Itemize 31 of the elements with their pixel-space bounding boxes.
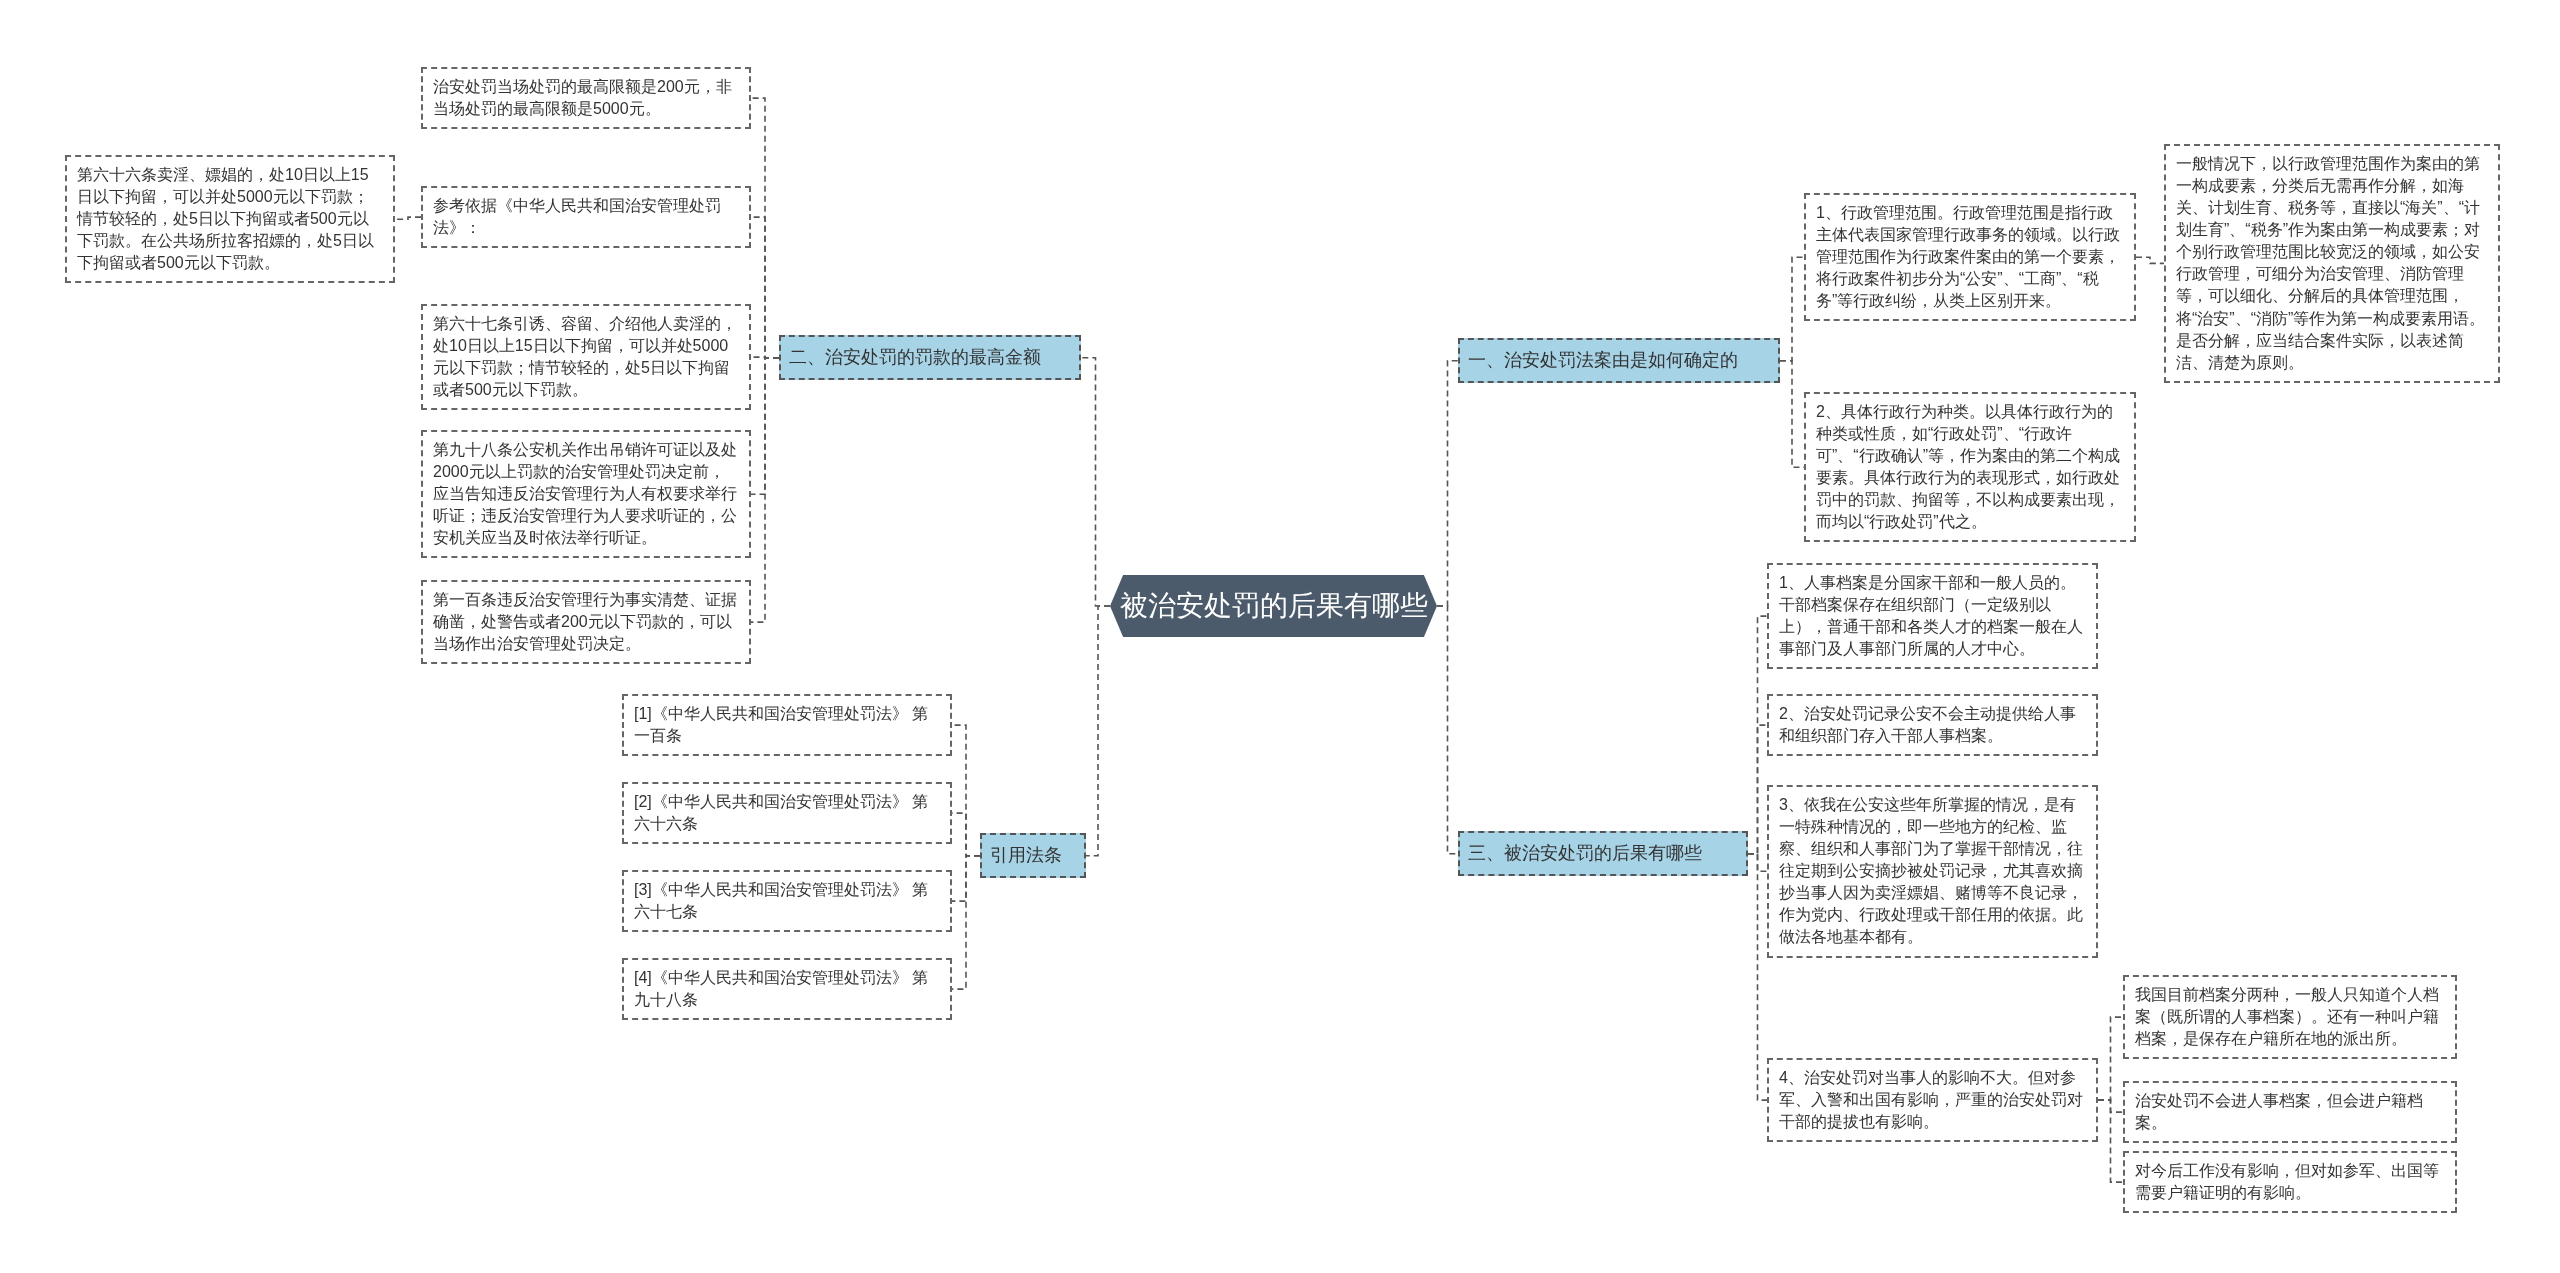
text-box: 1、人事档案是分国家干部和一般人员的。干部档案保存在组织部门（一定级别以上），普通干部和各类人才的档案一般在人事部门及人事部门所属的人才中心。 <box>1767 563 2098 670</box>
text-box: 治安处罚当场处罚的最高限额是200元，非当场处罚的最高限额是5000元。 <box>421 67 751 130</box>
text-box: [2]《中华人民共和国治安管理处罚法》 第六十六条 <box>622 782 952 845</box>
connector <box>1747 852 1768 1101</box>
connector <box>2097 1099 2124 1183</box>
text-box: 对今后工作没有影响，但对如参军、出国等需要户籍证明的有影响。 <box>2123 1151 2457 1214</box>
text-box: 3、依我在公安这些年所掌握的情况，是有一特殊种情况的，即一些地方的纪检、监察、组织和人事部门为了掌握干部情况，往往定期到公安摘抄被处罚记录，尤其喜欢摘抄当事人因为卖淫嫖娼、赌博等不良记录，作为党内、行政处理或干部任用的依据。此做法各地基本都有。 <box>1767 785 2098 958</box>
text-box: 第九十八条公安机关作出吊销许可证以及处2000元以上罚款的治安管理处罚决定前，应当告知违反治安管理行为人有权要求举行听证；违反治安管理行为人要求听证的，公安机关应当及时依法举行听证。 <box>421 430 751 559</box>
topic-box: 引用法条 <box>980 833 1086 879</box>
text-box: 2、具体行政行为种类。以具体行政行为的种类或性质，如“行政处罚”、“行政许可”、“行政确认”等，作为案由的第二个构成要素。具体行政行为的表现形式，如行政处罚中的罚款、拘留等，不以构成要素出现，而均以“行政处罚”代之。 <box>1804 392 2136 543</box>
connector <box>394 216 422 220</box>
text-box: 治安处罚不会进人事档案，但会进户籍档案。 <box>2123 1081 2457 1144</box>
text-box: 2、治安处罚记录公安不会主动提供给人事和组织部门存入干部人事档案。 <box>1767 694 2098 757</box>
text-box: 4、治安处罚对当事人的影响不大。但对参军、入警和出国有影响，严重的治安处罚对干部的提拔也有影响。 <box>1767 1058 2098 1143</box>
text-box: 第一百条违反治安管理行为事实清楚、证据确凿，处警告或者200元以下罚款的，可以当场作出治安管理处罚决定。 <box>421 580 751 665</box>
text-box: [1]《中华人民共和国治安管理处罚法》 第一百条 <box>622 694 952 757</box>
text-box: [4]《中华人民共和国治安管理处罚法》 第九十八条 <box>622 958 952 1021</box>
text-box: 我国目前档案分两种，一般人只知道个人档案（既所谓的人事档案）。还有一种叫户籍档案，是保存在户籍所在地的派出所。 <box>2123 975 2457 1060</box>
central-topic: 被治安处罚的后果有哪些 <box>1110 575 1437 637</box>
text-box: [3]《中华人民共和国治安管理处罚法》 第六十七条 <box>622 870 952 933</box>
connector <box>750 356 780 623</box>
text-box: 参考依据《中华人民共和国治安管理处罚法》： <box>421 186 751 249</box>
connector <box>2135 256 2165 265</box>
text-box: 第六十六条卖淫、嫖娼的，处10日以上15日以下拘留，可以并处5000元以下罚款；情节较轻的，处5日以下拘留或者500元以下罚款。在公共场所拉客招嫖的，处5日以下拘留或者500元以下罚款。 <box>65 155 395 284</box>
topic-box: 一、治安处罚法案由是如何确定的 <box>1458 338 1780 384</box>
topic-box: 二、治安处罚的罚款的最高金额 <box>779 335 1081 381</box>
text-box: 1、行政管理范围。行政管理范围是指行政主体代表国家管理行政事务的领域。以行政管理范围作为行政案件案由的第一个要素，将行政案件初步分为“公安”、“工商”、“税务”等行政纠纷，从类上区别开来。 <box>1804 193 2136 322</box>
topic-box: 三、被治安处罚的后果有哪些 <box>1458 831 1748 877</box>
text-box: 第六十七条引诱、容留、介绍他人卖淫的，处10日以上15日以下拘留，可以并处5000元以下罚款；情节较轻的，处5日以下拘留或者500元以下罚款。 <box>421 304 751 411</box>
text-box: 一般情况下，以行政管理范围作为案由的第一构成要素，分类后无需再作分解，如海关、计划生育、税务等，直接以“海关”、“计划生育”、“税务”作为案由第一构成要素；对个别行政管理范围比较宽泛的领域，如公安行政管理，可细分为治安管理、消防管理等，可以细化、分解后的具体管理范围，将“治安”、“消防”等作为第一构成要素用语。是否分解，应当结合案件实际，以表述简洁、清楚为原则。 <box>2164 144 2500 383</box>
connector <box>1085 605 1111 857</box>
